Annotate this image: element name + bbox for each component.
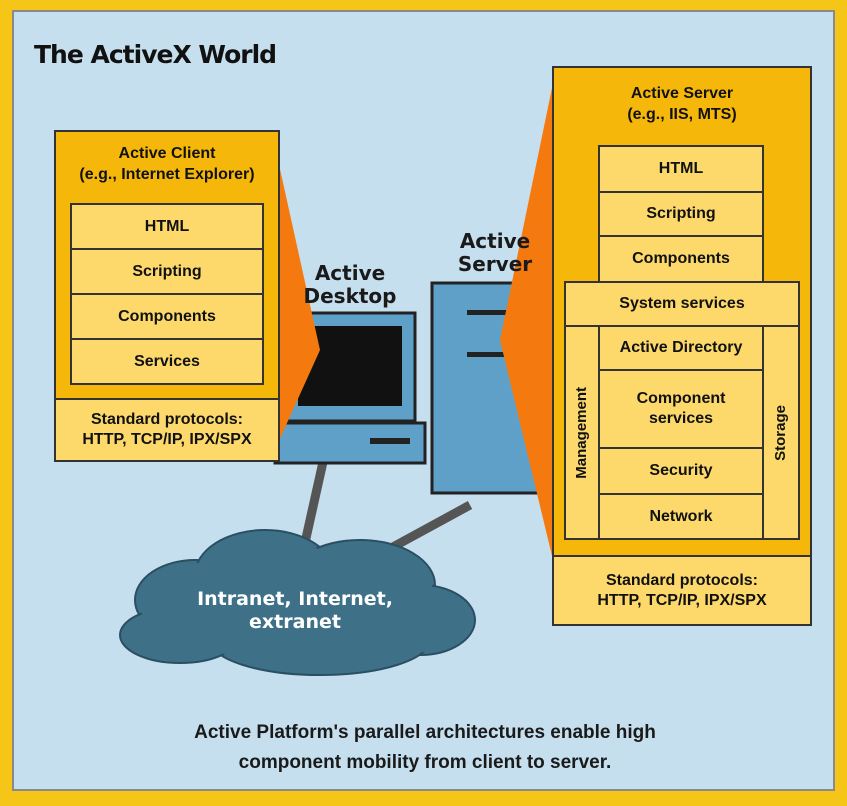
server-scripting-layer: Scripting (598, 191, 764, 237)
client-protocols-list: HTTP, TCP/IP, IPX/SPX (82, 431, 252, 448)
active-client-title: Active Client (118, 145, 216, 162)
server-protocols-box: Standard protocols: HTTP, TCP/IP, IPX/SP… (552, 555, 812, 626)
client-services-layer: Services (70, 338, 264, 385)
server-machine-label-line1: Active (459, 229, 531, 253)
cloud-label: Intranet, Internet, extranet (175, 588, 415, 634)
server-html-layer: HTML (598, 145, 764, 193)
caption-line1: Active Platform's parallel architectures… (194, 722, 656, 743)
server-protocols-list: HTTP, TCP/IP, IPX/SPX (597, 591, 767, 609)
cloud-label-line2: extranet (249, 611, 341, 633)
management-column: Management (564, 325, 600, 540)
diagram-caption: Active Platform's parallel architectures… (120, 718, 730, 778)
active-server-machine-label: Active Server (440, 230, 550, 276)
active-directory-service: Active Directory (598, 325, 764, 371)
security-service: Security (598, 447, 764, 495)
client-arrow (278, 160, 320, 443)
storage-column: Storage (762, 325, 800, 540)
active-server-title: Active Server (630, 85, 734, 102)
network-service: Network (598, 493, 764, 540)
desktop-label-line1: Active (314, 261, 386, 285)
cloud-label-line1: Intranet, Internet, (197, 588, 393, 610)
active-desktop-label: Active Desktop (290, 262, 410, 308)
desktop-label-line2: Desktop (303, 284, 397, 308)
client-components-layer: Components (70, 293, 264, 340)
management-label: Management (573, 386, 590, 479)
diagram-title: The ActiveX World (34, 40, 277, 69)
client-html-layer: HTML (70, 203, 264, 250)
server-protocols-title: Standard protocols: (605, 571, 758, 589)
client-protocols-box: Standard protocols: HTTP, TCP/IP, IPX/SP… (54, 398, 280, 462)
client-protocols-title: Standard protocols: (90, 411, 243, 428)
client-scripting-layer: Scripting (70, 248, 264, 295)
active-client-header: Active Client (e.g., Internet Explorer) (54, 143, 280, 185)
storage-label: Storage (772, 404, 789, 461)
caption-line2: component mobility from client to server… (238, 752, 612, 773)
component-services: Component services (598, 369, 764, 449)
server-arrow (500, 83, 553, 560)
system-services-box: System services (564, 281, 800, 327)
active-server-header: Active Server (e.g., IIS, MTS) (552, 83, 812, 125)
server-machine-label-line2: Server (457, 252, 533, 276)
active-server-example: (e.g., IIS, MTS) (627, 106, 737, 123)
server-components-layer: Components (598, 235, 764, 283)
active-client-example: (e.g., Internet Explorer) (79, 166, 255, 183)
